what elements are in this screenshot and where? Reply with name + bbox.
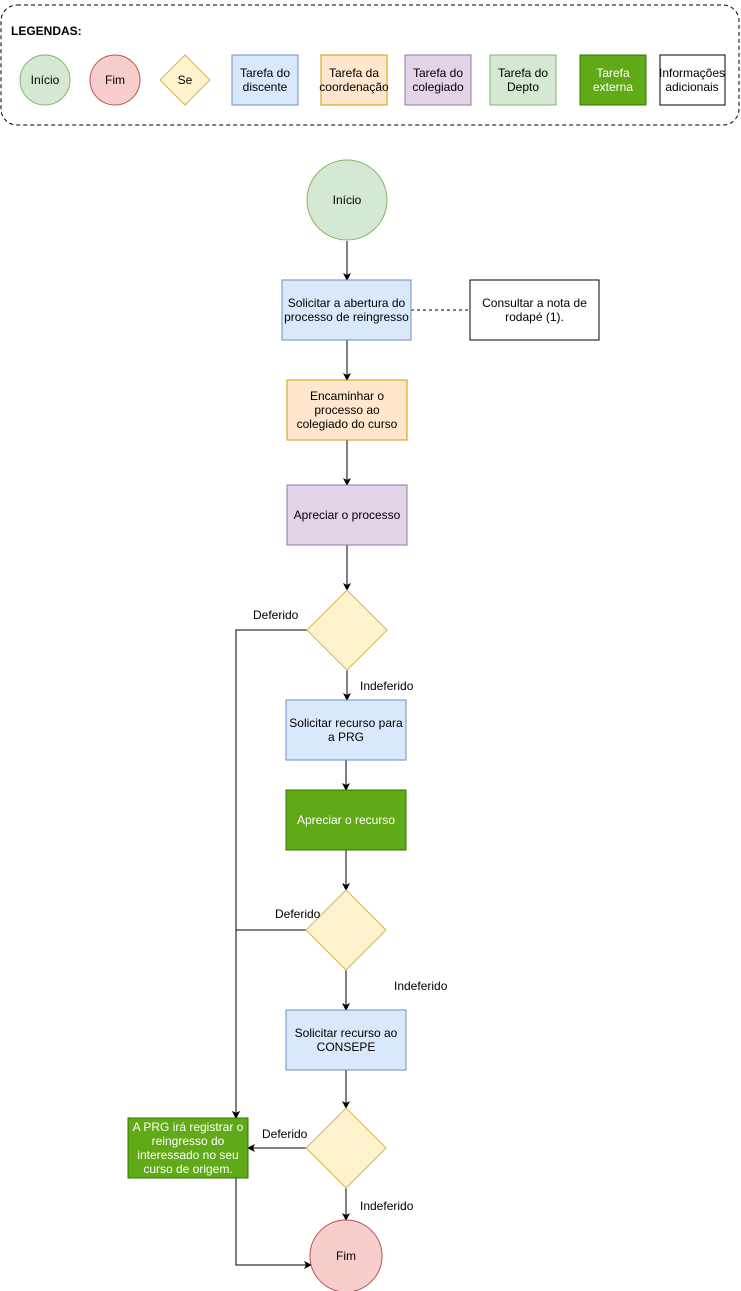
- node-text-line: Tarefa do: [240, 66, 290, 80]
- svg-text:Apreciar o recurso: Apreciar o recurso: [297, 813, 395, 827]
- svg-text:Início: Início: [31, 73, 60, 87]
- label-indeferido-2: Indeferido: [394, 979, 448, 993]
- node-text-line: processo de reingresso: [284, 310, 409, 324]
- node-text-line: reingresso do: [152, 1134, 225, 1148]
- svg-text:Início: Início: [333, 193, 362, 207]
- node-text-line: Tarefa do: [498, 66, 548, 80]
- node-text-line: rodapé (1).: [505, 310, 564, 324]
- node-text-line: adicionais: [665, 80, 718, 94]
- node-text-line: Tarefa do: [413, 66, 463, 80]
- edge-prg-to-fim: [235, 1178, 312, 1269]
- svg-text:Apreciar o processo: Apreciar o processo: [294, 508, 401, 522]
- node-text-line: Depto: [507, 80, 539, 94]
- node-text-line: discente: [243, 80, 288, 94]
- legend-item-fim: Fim: [89, 54, 141, 106]
- node-text-line: Tarefa da: [329, 66, 379, 80]
- edge-decision2-deferido: [232, 929, 306, 1119]
- svg-text:Fim: Fim: [105, 73, 125, 87]
- node-text-line: Fim: [105, 73, 125, 87]
- node-text-line: Informações: [659, 66, 725, 80]
- node-text-line: Solicitar recurso para: [289, 716, 403, 730]
- node-text-line: colegiado do curso: [297, 417, 398, 431]
- legend-item-se: Se: [159, 54, 211, 106]
- label-deferido-3: Deferido: [262, 1127, 308, 1141]
- node-text-line: Fim: [336, 1249, 356, 1263]
- node-text-line: a PRG: [328, 730, 364, 744]
- node-text-line: externa: [593, 80, 633, 94]
- node-text-line: curso de origem.: [143, 1162, 232, 1176]
- node-text-line: interessado no seu: [137, 1148, 238, 1162]
- node-text-line: Início: [333, 193, 362, 207]
- label-indeferido-3: Indeferido: [360, 1199, 414, 1213]
- label-indeferido-1: Indeferido: [360, 679, 414, 693]
- node-text-line: processo ao: [314, 403, 380, 417]
- node-apreciar-recurso: Apreciar o recurso: [285, 789, 407, 851]
- label-deferido-2: Deferido: [275, 907, 321, 921]
- decision-1: [306, 589, 388, 671]
- node-text-line: A PRG irá registrar o: [133, 1120, 244, 1134]
- node-inicio: Início: [306, 159, 388, 241]
- node-apreciar-processo: Apreciar o processo: [286, 484, 408, 546]
- node-text-line: colegiado: [412, 80, 464, 94]
- node-text-line: Encaminhar o: [310, 389, 384, 403]
- node-text-line: CONSEPE: [317, 1040, 376, 1054]
- node-text-line: Solicitar a abertura do: [288, 296, 406, 310]
- node-text-line: Solicitar recurso ao: [295, 1026, 398, 1040]
- label-deferido-1: Deferido: [253, 608, 299, 622]
- decision-3: [305, 1107, 387, 1189]
- node-text-line: coordenação: [319, 80, 389, 94]
- node-text-line: Apreciar o processo: [294, 508, 401, 522]
- svg-text:Se: Se: [178, 73, 193, 87]
- legend-title: LEGENDAS:: [11, 24, 82, 38]
- svg-text:Fim: Fim: [336, 1249, 356, 1263]
- node-text-line: Apreciar o recurso: [297, 813, 395, 827]
- node-fim: Fim: [309, 1219, 383, 1291]
- connectors: [232, 241, 470, 1269]
- node-text-line: Início: [31, 73, 60, 87]
- node-text-line: Tarefa: [596, 66, 630, 80]
- node-text-line: Consultar a nota de: [482, 296, 587, 310]
- legend-box: [0, 4, 740, 126]
- legend-item-inicio: Início: [19, 54, 71, 106]
- decision-2: [305, 889, 387, 971]
- node-text-line: Se: [178, 73, 193, 87]
